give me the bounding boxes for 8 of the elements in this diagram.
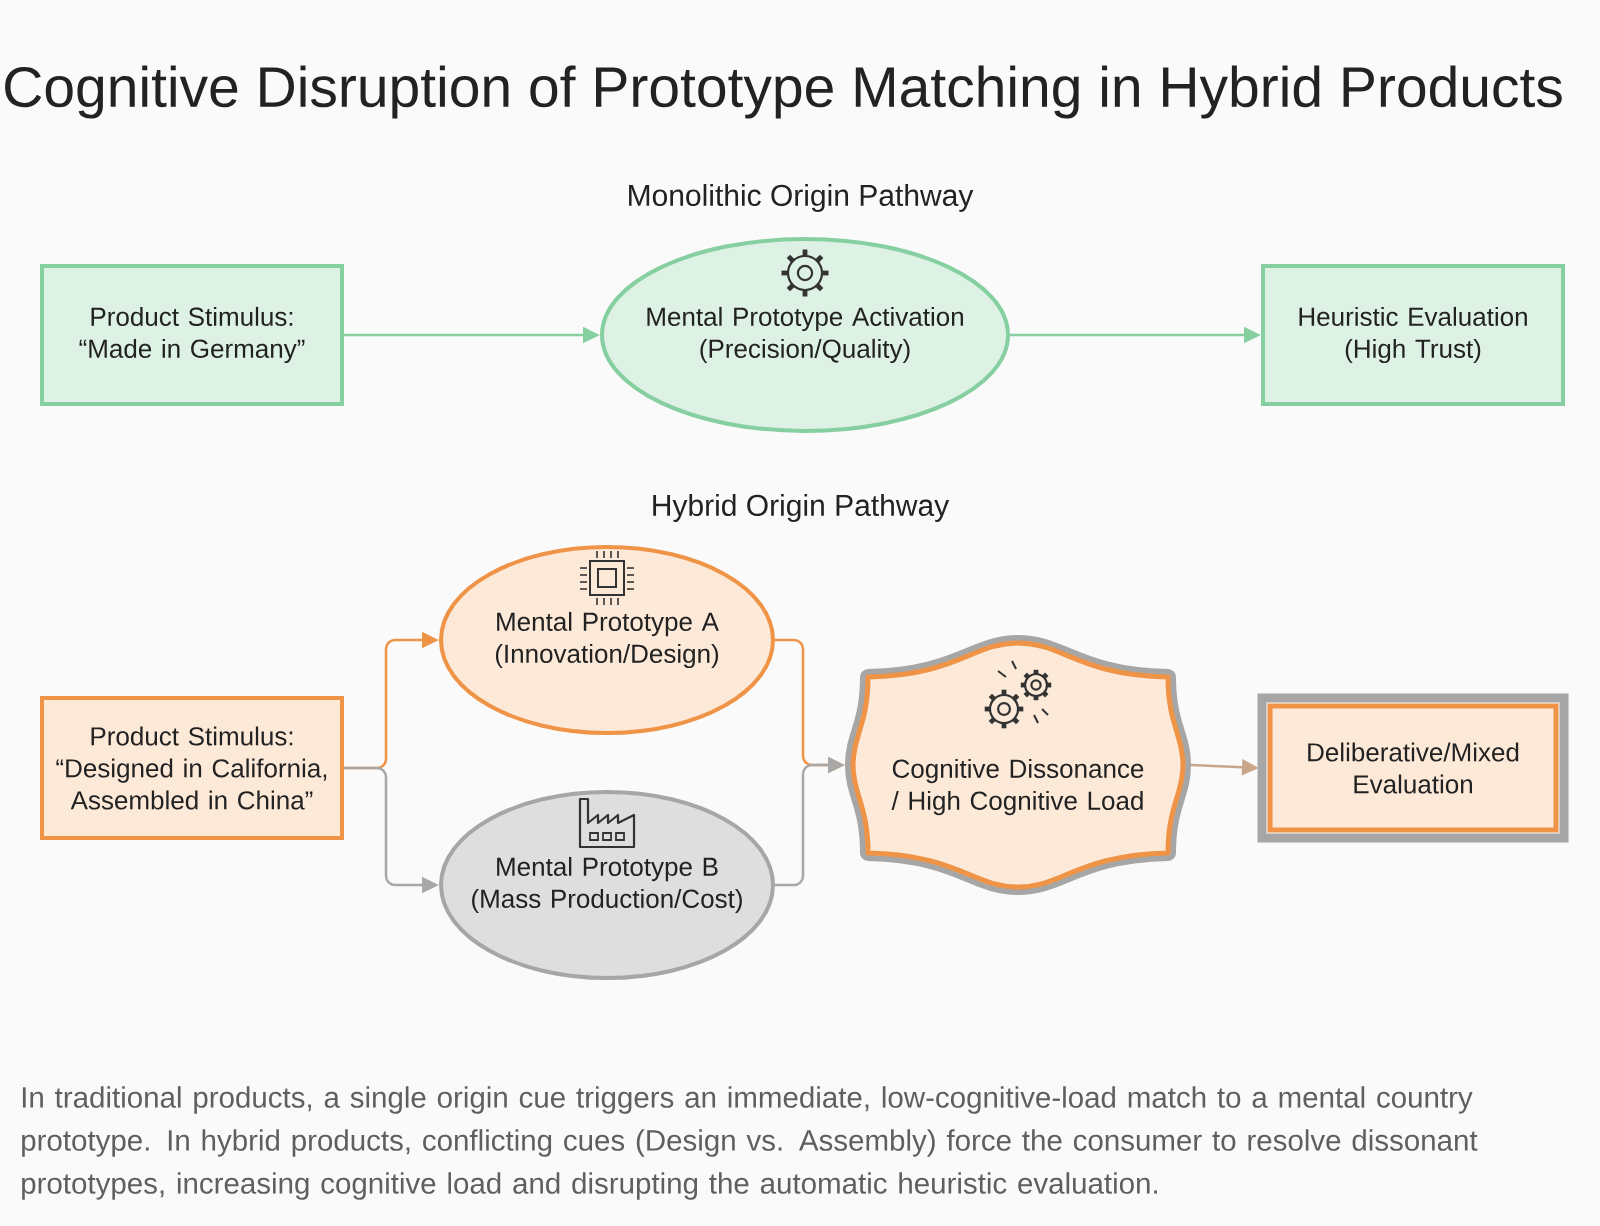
caption: In traditional products, a single origin cue triggers an immediate, low-cognitive-load match to a mental country prototype. In hybrid products, conflicting cues (Design vs. Assembly) force the consumer to resolve dissonant prototypes, increasing cognitive load and disrupting the automatic heuristic evaluation. <box>22 1086 1478 1200</box>
title: Cognitive Disruption of Prototype Matching in Hybrid Products <box>5 65 1562 119</box>
process-box: Heuristic Evaluation (High Trust) <box>1261 264 1565 406</box>
section-heading: Hybrid Origin Pathway <box>653 494 950 522</box>
process-box: Deliberative/Mixed Evaluation <box>1257 693 1569 843</box>
process-box: Product Stimulus: “Made in Germany” <box>40 264 344 406</box>
process-box: Product Stimulus: “Designed in California, Assembled in China” <box>40 696 344 840</box>
wavy-box: Cognitive Dissonance / High Cognitive Load <box>845 635 1191 895</box>
